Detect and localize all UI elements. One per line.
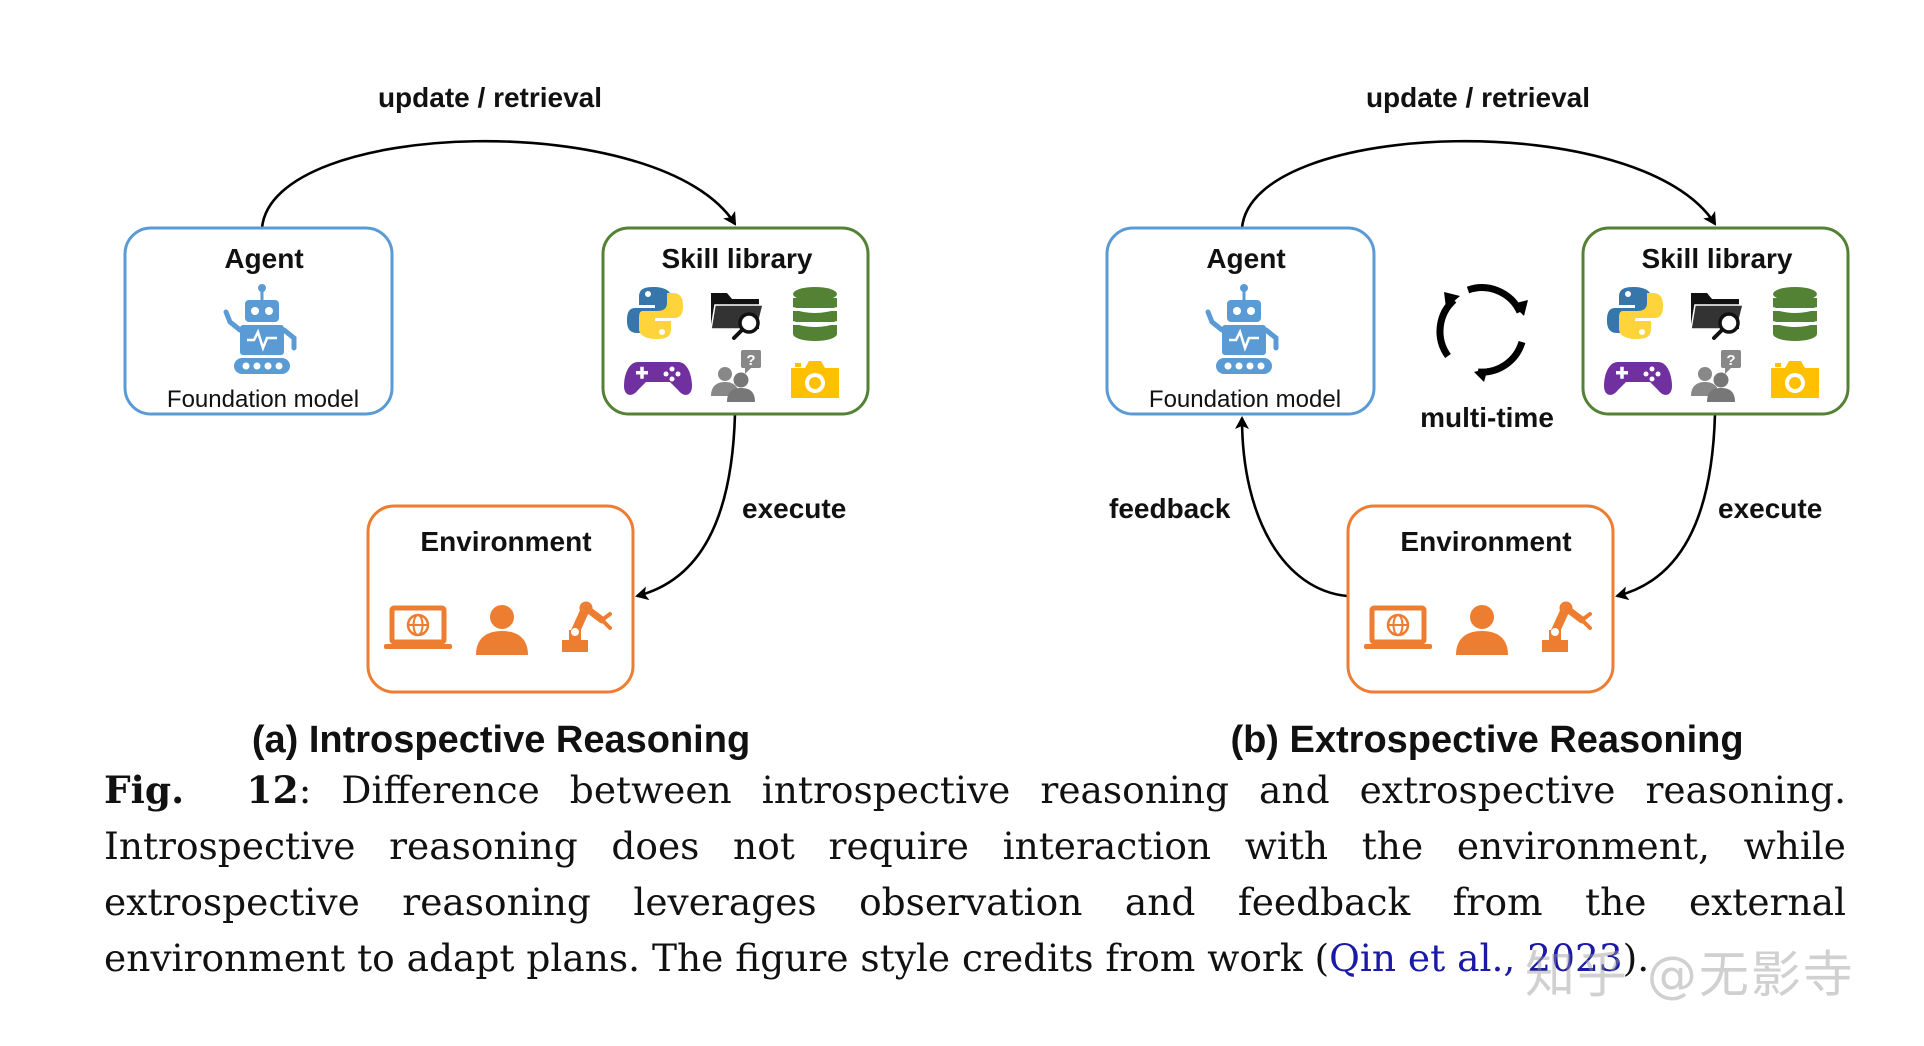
panel-title-a: (a) Introspective Reasoning [252, 719, 750, 761]
figure-caption: Fig. 12: Difference between introspectiv… [104, 762, 1846, 986]
database-icon [1772, 286, 1818, 342]
skill-library-title-a: Skill library [662, 243, 813, 274]
execute-label-b: execute [1718, 493, 1822, 524]
environment-title-b: Environment [1400, 526, 1571, 557]
execute-label-a: execute [742, 493, 846, 524]
figure-label: Fig. 12 [104, 768, 299, 812]
update-retrieval-label-b: update / retrieval [1366, 82, 1590, 113]
caption-end: ). [1622, 936, 1650, 980]
agent-subtitle-a: Foundation model [167, 386, 359, 413]
agent-title-a: Agent [224, 243, 303, 274]
multi-time-label: multi-time [1420, 402, 1554, 433]
caption-text: : Difference between introspective reaso… [104, 768, 1846, 980]
update-retrieval-arrow-b [1240, 139, 1717, 229]
agent-title-b: Agent [1206, 243, 1285, 274]
execute-arrow-b [1615, 413, 1717, 601]
update-retrieval-label-a: update / retrieval [378, 82, 602, 113]
watermark: 知乎 @无影寺 [1525, 946, 1855, 1004]
panel-title-b: (b) Extrospective Reasoning [1230, 719, 1743, 761]
panel-a: update / retrieval execute Agent Foundat… [123, 82, 870, 761]
database-icon [792, 286, 838, 342]
feedback-arrow-b [1235, 416, 1348, 598]
feedback-label-b: feedback [1109, 493, 1231, 524]
skill-library-title-b: Skill library [1642, 243, 1793, 274]
panel-b: update / retrieval execute feedback mult… [1105, 82, 1850, 761]
environment-title-a: Environment [420, 526, 591, 557]
citation-link[interactable]: Qin et al., 2023 [1329, 936, 1623, 980]
update-retrieval-arrow-a [260, 139, 737, 229]
cycle-arrows-icon [1436, 284, 1528, 382]
execute-arrow-a [635, 413, 737, 601]
agent-subtitle-b: Foundation model [1149, 386, 1341, 413]
